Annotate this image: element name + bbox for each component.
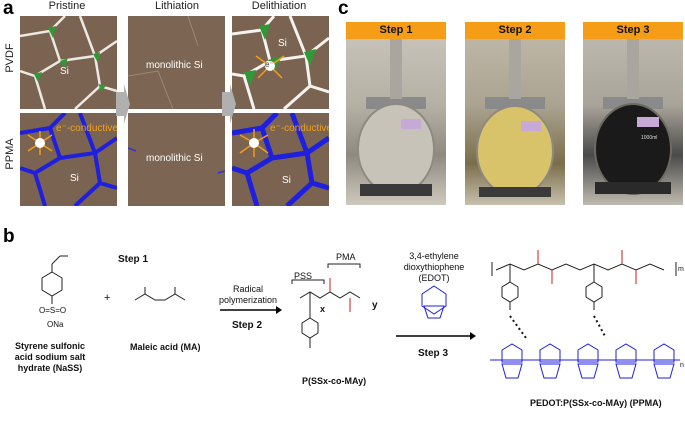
monolithic-si-label: monolithic Si <box>146 153 203 164</box>
col-header-delithiation: Delithiation <box>251 0 307 12</box>
ppma-name: PEDOT:P(SSx-co-MAy) (PPMA) <box>530 398 662 408</box>
conductive-label: e⁻-conductive <box>56 123 117 134</box>
x-subscript: x <box>320 304 326 314</box>
copolymer-name: P(SSx-co-MAy) <box>302 376 367 386</box>
sulfonyl-group: O=S=O <box>39 306 67 315</box>
micrograph-ppma-delithiation: e⁻-conductive Si <box>232 113 329 206</box>
si-label: Si <box>70 173 79 184</box>
micrograph-ppma-lithiation: monolithic Si <box>128 113 225 206</box>
pma-label: PMA <box>336 252 356 262</box>
row-label-ppma: PPMA <box>4 138 16 170</box>
pss-label: PSS <box>294 271 313 281</box>
copolymer-structure <box>291 263 361 348</box>
step-2-label: Step 2 <box>232 320 263 331</box>
micrograph-pvdf-pristine: Si <box>20 16 117 109</box>
row-label-pvdf: PVDF <box>4 43 16 73</box>
nass-name-line-1: Styrene sulfonic <box>14 341 86 351</box>
arrow-right-icon <box>222 84 236 124</box>
reactor-photo-step-2 <box>465 39 565 205</box>
radical-label-2: polymerization <box>218 295 278 305</box>
radical-label-1: Radical <box>232 284 263 294</box>
arrow-right-icon <box>220 306 282 314</box>
step-2-header: Step 2 <box>465 22 565 39</box>
arrow-right-icon <box>116 84 130 124</box>
step-3-label: Step 3 <box>418 348 449 359</box>
maleic-acid-name: Maleic acid (MA) <box>130 342 201 352</box>
ppma-n-label: n <box>680 362 684 369</box>
conductive-label: e⁻-conductive <box>270 123 329 134</box>
y-subscript: y <box>372 300 378 311</box>
electron-label: e⁻ <box>265 60 274 69</box>
micrograph-pvdf-delithiation: Si e⁻ <box>232 16 329 109</box>
col-header-lithiation: Lithiation <box>154 0 200 12</box>
step-1-label: Step 1 <box>118 254 149 265</box>
ppma-structure <box>490 250 680 379</box>
micrograph-ppma-pristine: e⁻-conductive Si <box>20 113 117 206</box>
panel-a-letter: a <box>3 0 14 19</box>
edot-label-3: (EDOT) <box>418 273 450 283</box>
plus-sign: + <box>104 292 111 304</box>
panel-c-letter: c <box>338 0 349 19</box>
panel-b-letter: b <box>3 226 15 247</box>
monolithic-si-label: monolithic Si <box>146 60 203 71</box>
edot-label-1: 3,4-ethylene <box>409 251 459 261</box>
sodium-oxide-label: ONa <box>47 320 64 329</box>
nass-name-line-2: acid sodium salt <box>14 352 86 362</box>
step-3-header: Step 3 <box>583 22 683 39</box>
si-label: Si <box>282 175 291 186</box>
reactor-photo-step-3: 1000ml <box>583 39 683 205</box>
edot-structure <box>421 285 447 319</box>
edot-label-2: dioxythiophene <box>403 262 465 272</box>
si-label: Si <box>60 66 69 77</box>
micrograph-pvdf-lithiation: monolithic Si <box>128 16 225 109</box>
maleic-acid-structure <box>134 287 186 301</box>
nass-name-line-3: hydrate (NaSS) <box>17 363 83 373</box>
ppma-m-label: m <box>678 266 684 273</box>
reactor-photo-step-1 <box>346 39 446 205</box>
arrow-right-icon <box>396 332 476 340</box>
si-label: Si <box>278 38 287 49</box>
col-header-pristine: Pristine <box>48 0 86 12</box>
step-1-header: Step 1 <box>346 22 446 39</box>
bottle-volume-label: 1000ml <box>641 135 658 141</box>
nass-structure <box>41 255 68 304</box>
